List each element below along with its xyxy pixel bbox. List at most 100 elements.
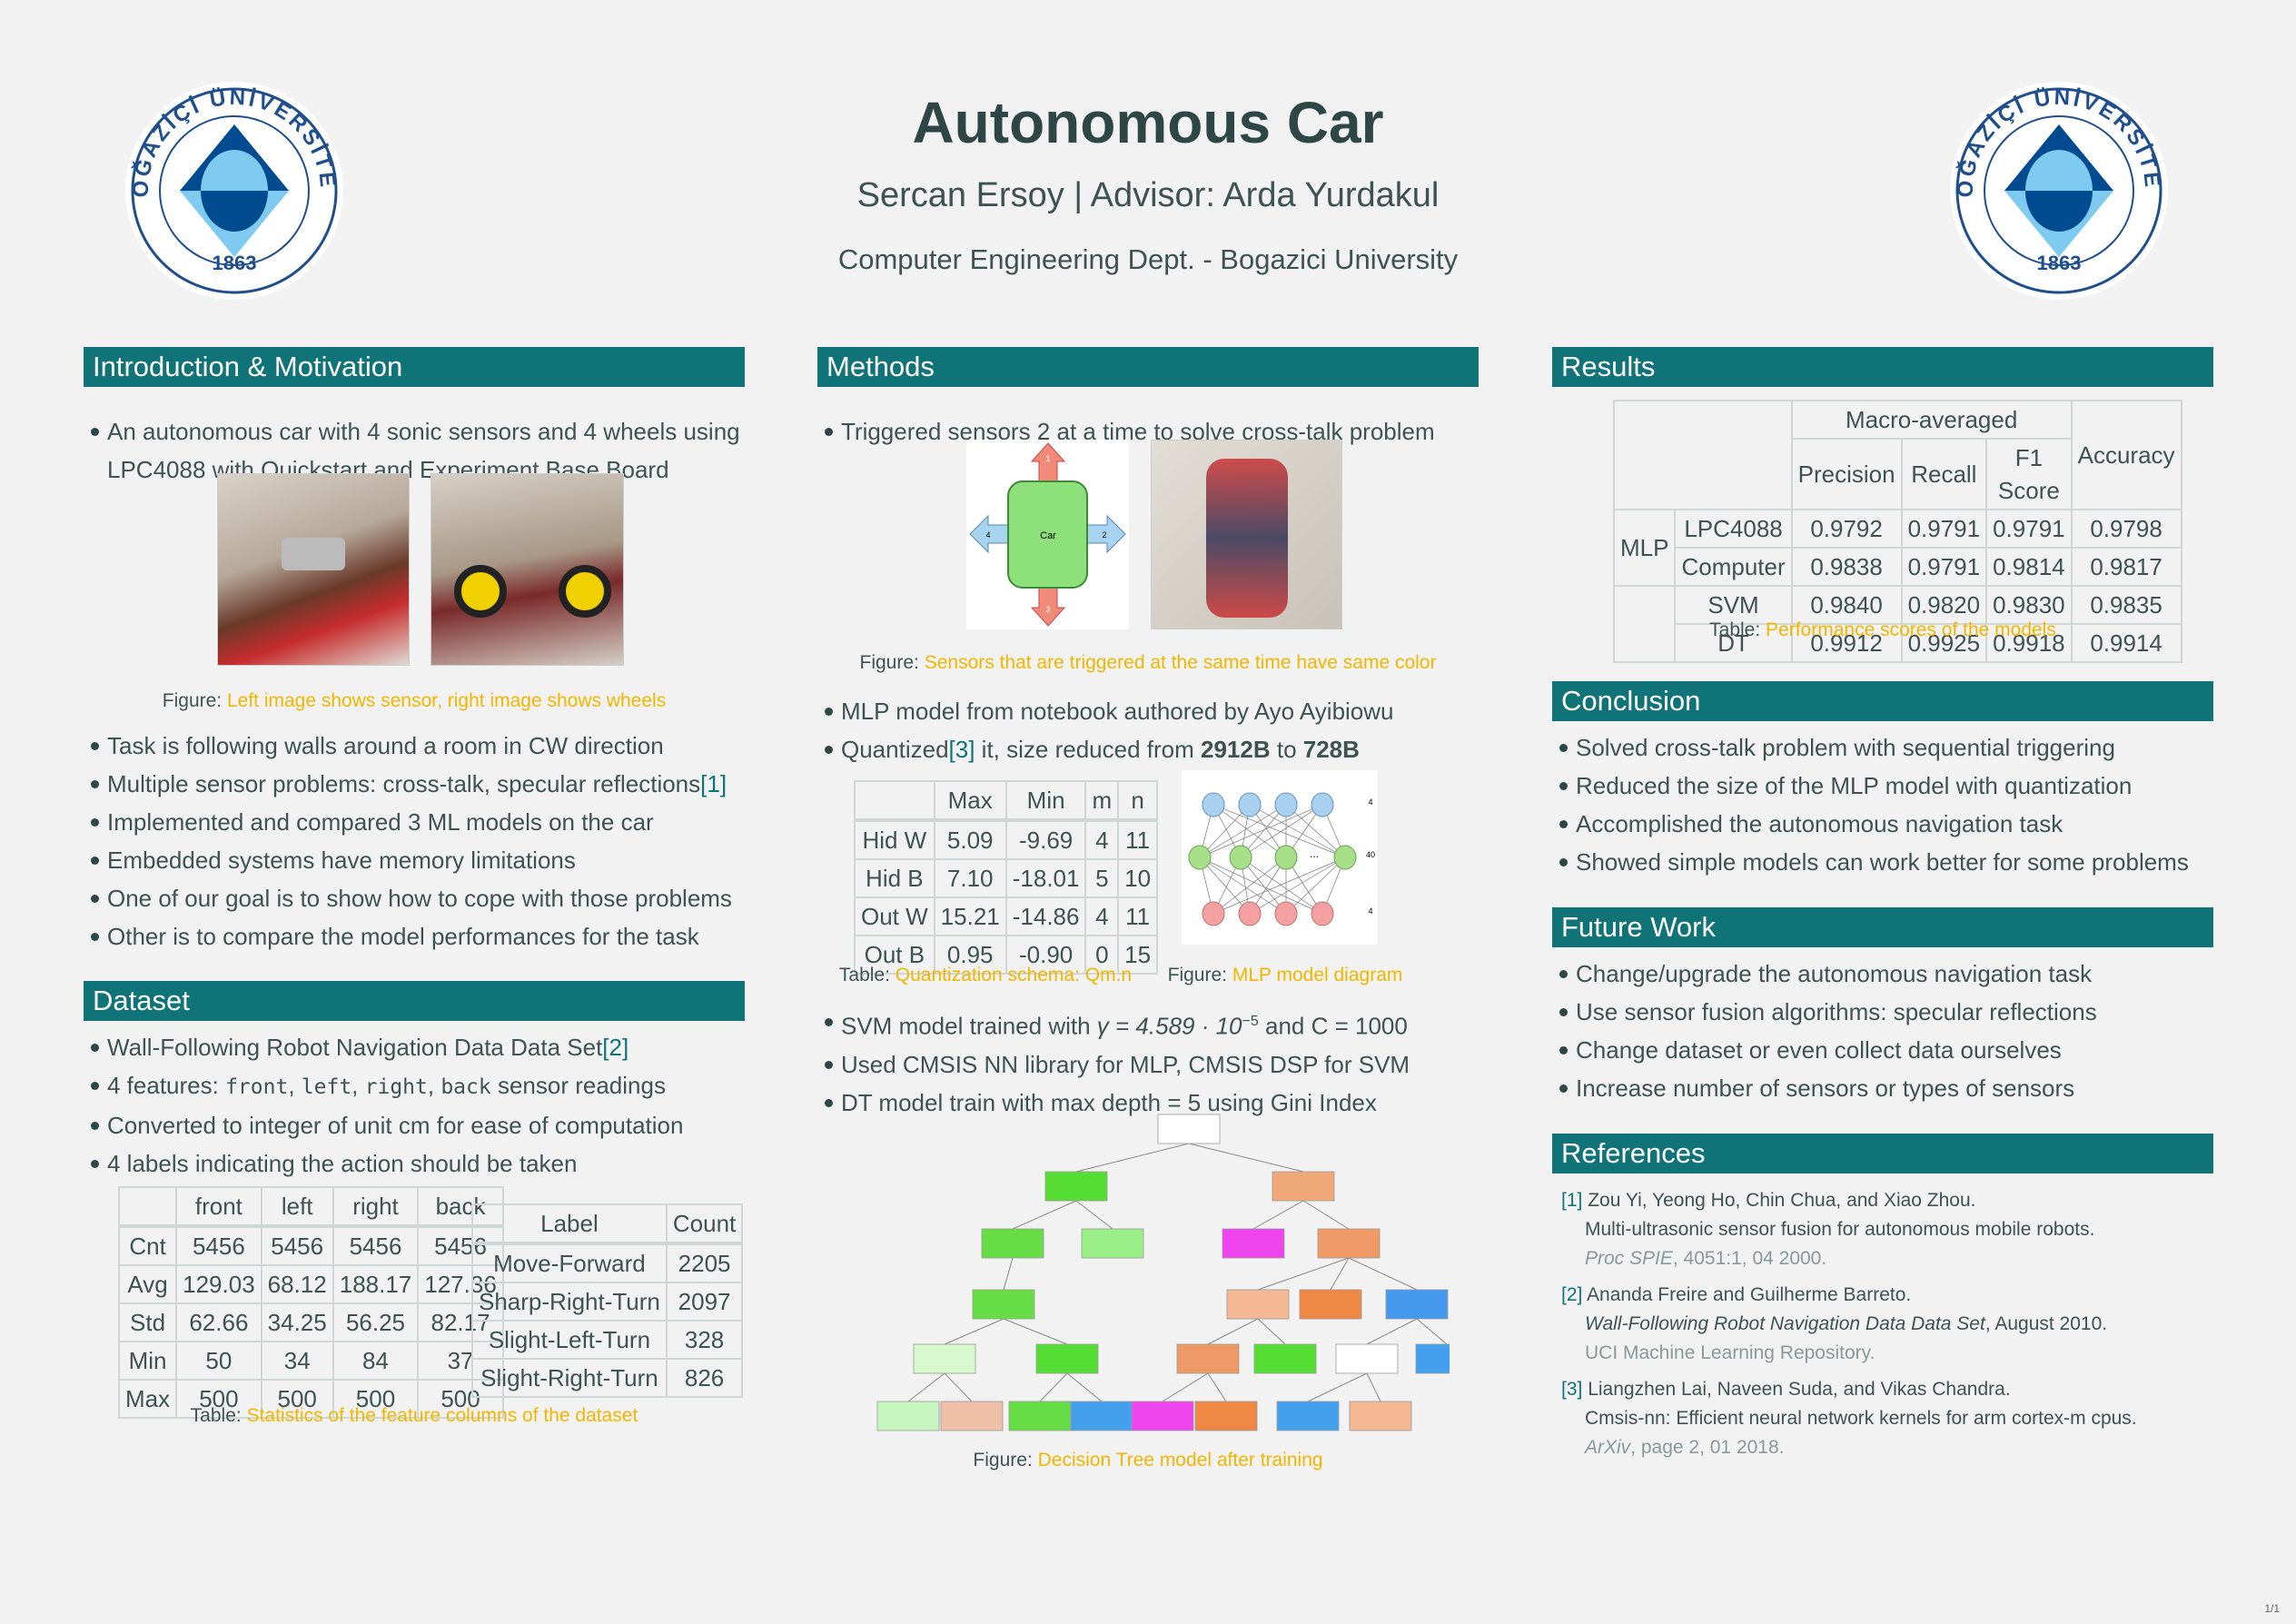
table-cell: 34 bbox=[260, 1341, 334, 1381]
input-neuron bbox=[1311, 901, 1334, 926]
table-cell: Min bbox=[1004, 780, 1087, 821]
tree-node bbox=[1299, 1289, 1362, 1320]
tree-edge bbox=[1207, 1318, 1259, 1345]
output-neuron bbox=[1202, 792, 1225, 817]
tree-node bbox=[1226, 1289, 1290, 1320]
tree-node bbox=[1044, 1171, 1108, 1202]
citation-link[interactable]: [3] bbox=[948, 736, 975, 763]
hidden-neuron bbox=[1188, 845, 1212, 870]
tree-edge bbox=[1416, 1318, 1448, 1345]
tree-edge bbox=[1366, 1372, 1381, 1402]
output-neuron bbox=[1311, 792, 1334, 817]
car-wheels-photo bbox=[430, 473, 624, 666]
dataset-section: Dataset Wall-Following Robot Navigation … bbox=[84, 981, 745, 1183]
tree-node bbox=[1070, 1401, 1133, 1431]
conclusion-section: Conclusion Solved cross-talk problem wit… bbox=[1552, 681, 2213, 881]
tree-edge bbox=[1257, 1318, 1286, 1345]
table-cell: m bbox=[1084, 780, 1120, 821]
tree-node bbox=[1008, 1401, 1072, 1431]
citation-link[interactable]: [1] bbox=[700, 770, 727, 797]
table-cell: 5 bbox=[1084, 858, 1120, 898]
connection-line bbox=[1249, 804, 1346, 858]
mlp-diagram: 4 40 4 ... bbox=[1182, 770, 1378, 945]
bullet: 4 features: front, left, right, back sen… bbox=[84, 1066, 745, 1106]
car-label: Car bbox=[1040, 530, 1056, 541]
section-heading: Dataset bbox=[84, 981, 745, 1021]
table-cell: 10 bbox=[1117, 858, 1159, 898]
input-neuron bbox=[1202, 901, 1225, 926]
tree-edge bbox=[1307, 1372, 1368, 1402]
table-cell: -18.01 bbox=[1004, 858, 1087, 898]
bullet: Other is to compare the model performanc… bbox=[84, 917, 745, 956]
tree-edge bbox=[944, 1318, 1004, 1345]
results-section: Results bbox=[1552, 347, 2213, 387]
hidden-neuron bbox=[1333, 845, 1357, 870]
bullet: One of our goal is to show how to cope w… bbox=[84, 879, 745, 917]
table-cell: Slight-Right-Turn bbox=[471, 1358, 668, 1398]
poster-title: Autonomous Car bbox=[912, 90, 1384, 155]
university-logo-left: BOĞAZİÇİ ÜNİVERSİTESİ 1863 bbox=[121, 77, 343, 300]
tree-edge bbox=[1003, 1257, 1014, 1291]
tree-node bbox=[1176, 1343, 1240, 1374]
connection-line bbox=[1240, 857, 1323, 915]
connection-line bbox=[1199, 804, 1287, 858]
bullet: Task is following walls around a room in… bbox=[84, 727, 745, 765]
table-cell: 826 bbox=[665, 1358, 744, 1398]
car-top-photo bbox=[1151, 440, 1342, 629]
tree-edge bbox=[1003, 1318, 1068, 1345]
section-heading: Future Work bbox=[1552, 907, 2213, 947]
tree-edge bbox=[1366, 1318, 1418, 1345]
methods-bullets: MLP model from notebook authored by Ayo … bbox=[817, 692, 1479, 768]
table-cell: Min bbox=[117, 1341, 178, 1381]
table-cell: left bbox=[260, 1186, 334, 1227]
tree-edge bbox=[1207, 1372, 1227, 1402]
table-cell: 5456 bbox=[260, 1225, 334, 1266]
bullet: Change dataset or even collect data ours… bbox=[1552, 1031, 2213, 1069]
decision-tree-diagram bbox=[876, 1114, 1450, 1431]
output-neuron bbox=[1238, 792, 1262, 817]
table-cell: 84 bbox=[332, 1341, 420, 1381]
bullet: DT model train with max depth = 5 using … bbox=[817, 1084, 1479, 1122]
connection-line bbox=[1240, 857, 1287, 915]
connection-line bbox=[1240, 804, 1323, 858]
connection-line bbox=[1285, 804, 1346, 858]
tree-edge bbox=[1039, 1372, 1068, 1402]
table-cell: 500 bbox=[332, 1379, 420, 1419]
citation-link[interactable]: [2] bbox=[602, 1034, 629, 1061]
reference-item: [3] Liangzhen Lai, Naveen Suda, and Vika… bbox=[1561, 1379, 2137, 1458]
sensor-number: 2 bbox=[1102, 530, 1106, 540]
bullet: Converted to integer of unit cm for ease… bbox=[84, 1106, 745, 1144]
tree-node bbox=[1272, 1171, 1335, 1202]
table-cell: 188.17 bbox=[332, 1264, 420, 1304]
tree-node bbox=[1349, 1401, 1412, 1431]
mlp-figure-caption: Figure: MLP model diagram bbox=[1167, 965, 1403, 985]
table-cell: 2205 bbox=[665, 1243, 744, 1283]
table-cell: 129.03 bbox=[175, 1264, 262, 1304]
table-cell: Sharp-Right-Turn bbox=[471, 1282, 668, 1322]
tree-edge bbox=[1066, 1372, 1103, 1402]
tree-edge bbox=[1302, 1200, 1350, 1230]
tree-node bbox=[1194, 1401, 1258, 1431]
tree-edge bbox=[1075, 1200, 1113, 1230]
reference-item: [1] Zou Yi, Yeong Ho, Chin Chua, and Xia… bbox=[1561, 1190, 2095, 1269]
university-logo-right: BOĞAZİÇİ ÜNİVERSİTESİ 1863 bbox=[1945, 77, 2168, 300]
connection-line bbox=[1212, 857, 1346, 915]
tree-edge bbox=[1252, 1200, 1304, 1230]
quant-table-caption: Table: Quantization schema: Qm.n bbox=[838, 965, 1133, 985]
connection-line bbox=[1199, 804, 1251, 858]
table-cell: 0 bbox=[1084, 935, 1120, 975]
car-body bbox=[1007, 480, 1088, 589]
table-cell bbox=[117, 1186, 178, 1227]
hidden-neuron bbox=[1274, 845, 1298, 870]
table-cell: 7.10 bbox=[933, 858, 1007, 898]
bullet: An autonomous car with 4 sonic sensors a… bbox=[84, 412, 745, 489]
sensor-number: 3 bbox=[1045, 605, 1050, 614]
bullet: Showed simple models can work better for… bbox=[1552, 843, 2213, 881]
bullet: Used CMSIS NN library for MLP, CMSIS DSP… bbox=[817, 1045, 1479, 1084]
department: Computer Engineering Dept. - Bogazici Un… bbox=[837, 243, 1459, 275]
